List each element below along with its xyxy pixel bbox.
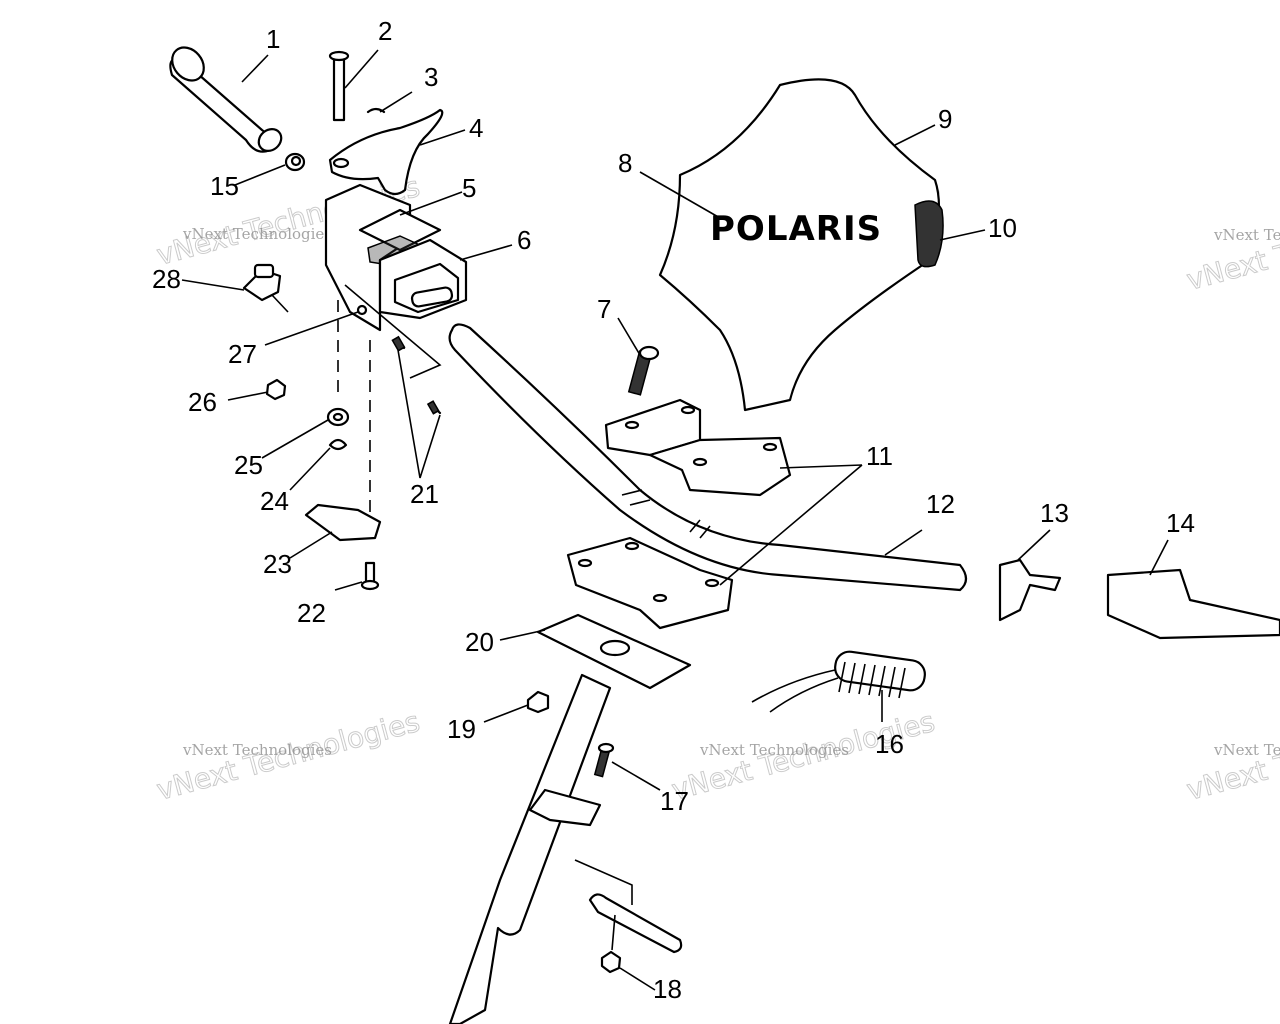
callout-28: 28 — [152, 264, 181, 294]
watermark-small-5: vNext Technologies — [699, 741, 849, 759]
part-plate — [304, 503, 382, 542]
part-handlebar-pad: POLARIS — [658, 78, 944, 412]
part-handlebar — [448, 323, 968, 592]
watermark-big-3: vNext Technologies — [1183, 195, 1280, 297]
callout-10: 10 — [988, 213, 1017, 243]
part-switch — [242, 263, 289, 313]
part-nut-18 — [600, 950, 622, 974]
callout-3: 3 — [424, 62, 438, 92]
watermark-small-4: vNext Technologies — [182, 741, 332, 759]
part-washer-hole — [332, 412, 344, 422]
leader-lines — [181, 49, 1169, 991]
callout-2: 2 — [378, 16, 392, 46]
callout-13: 13 — [1040, 498, 1069, 528]
part-pivot-pin — [328, 50, 350, 122]
callout-19: 19 — [447, 714, 476, 744]
callout-numbers: 1 2 3 4 5 6 7 8 9 10 11 12 13 14 15 16 1… — [152, 16, 1195, 1004]
part-end-plug — [284, 152, 306, 172]
tie-rod-leader — [574, 859, 633, 951]
part-steering-post — [448, 673, 612, 1024]
callout-21: 21 — [410, 479, 439, 509]
watermark-small-1: vNext Technologies — [182, 225, 332, 243]
part-screw-22 — [360, 561, 380, 591]
callout-11: 11 — [866, 441, 893, 471]
callout-1: 1 — [266, 24, 280, 54]
watermark-small-6: vNext Technologies — [1213, 741, 1280, 759]
callout-27: 27 — [228, 339, 257, 369]
watermark-small-3: vNext Technologies — [1213, 226, 1280, 244]
callout-23: 23 — [263, 549, 292, 579]
part-grip — [169, 46, 283, 153]
callout-17: 17 — [660, 786, 689, 816]
callout-20: 20 — [465, 627, 494, 657]
callout-4: 4 — [469, 113, 483, 143]
part-nut-26 — [265, 378, 287, 401]
callout-5: 5 — [462, 173, 476, 203]
callout-7: 7 — [597, 294, 611, 324]
part-upper-clamp — [604, 398, 792, 497]
part-nut-19 — [526, 690, 550, 714]
part-steering-bracket — [528, 788, 602, 827]
part-lower-clamp — [566, 536, 734, 630]
part-brake-control — [1106, 568, 1280, 640]
handlebar-knurl — [621, 489, 711, 539]
part-lever-hole — [332, 157, 350, 169]
callout-24: 24 — [260, 486, 289, 516]
callout-6: 6 — [517, 225, 531, 255]
callout-16: 16 — [875, 729, 904, 759]
callout-18: 18 — [653, 974, 682, 1004]
callout-14: 14 — [1166, 508, 1195, 538]
callout-9: 9 — [938, 104, 952, 134]
part-small-screws — [356, 304, 442, 415]
part-throttle-housing — [324, 183, 468, 332]
callout-15: 15 — [210, 171, 239, 201]
callout-25: 25 — [234, 450, 263, 480]
part-tie-rod — [588, 893, 683, 954]
part-kill-switch — [998, 558, 1062, 622]
part-lock-washer — [328, 438, 348, 451]
callout-26: 26 — [188, 387, 217, 417]
part-plate-hole — [599, 639, 631, 657]
part-clamp-bolt — [627, 345, 660, 396]
part-throttle-lever — [328, 108, 444, 196]
callout-22: 22 — [297, 598, 326, 628]
part-spring — [751, 650, 926, 713]
callout-8: 8 — [618, 148, 632, 178]
callout-12: 12 — [926, 489, 955, 519]
pad-brand-logo: POLARIS — [710, 209, 882, 249]
part-screw-17 — [593, 742, 615, 778]
alignment-bracket — [344, 284, 442, 379]
